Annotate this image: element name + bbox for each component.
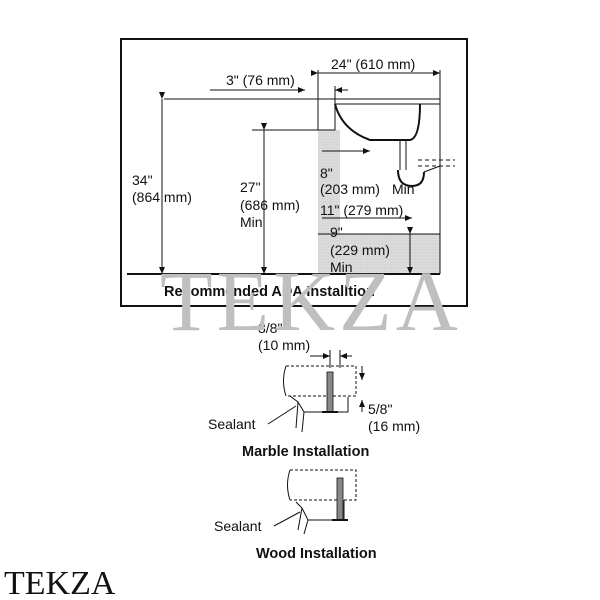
marble-offset-mm: (10 mm) — [258, 337, 310, 353]
marble-sink-flange — [289, 395, 349, 413]
watermark: TEKZA — [160, 253, 462, 349]
dim-34-mm: (864 mm) — [132, 189, 192, 205]
knee-clearance-zone — [318, 130, 340, 234]
dim-9-mm: (229 mm) — [330, 242, 390, 258]
dim-27-mm: (686 mm) — [240, 197, 300, 213]
marble-offset-in: 3/8" — [258, 320, 282, 336]
dim-3-label: 3" (76 mm) — [226, 72, 295, 88]
marble-caption: Marble Installation — [242, 444, 369, 460]
marble-installation: 3/8" (10 mm) 5/8" (16 mm) Sealant Marble… — [208, 320, 420, 460]
dim-9-in: 9" — [330, 224, 343, 240]
marble-thick-mm: (16 mm) — [368, 418, 420, 434]
dim-27-min: Min — [240, 214, 263, 230]
dim-11-label: 11" (279 mm) — [320, 202, 403, 218]
wood-caption: Wood Installation — [256, 546, 377, 562]
ada-caption: Recommended ADA Installtion — [164, 284, 375, 300]
dim-8-in: 8" — [320, 165, 333, 181]
wood-sealant-leader — [273, 511, 301, 527]
dim-9-min: Min — [330, 259, 353, 275]
marble-thick-in: 5/8" — [368, 401, 392, 417]
wood-installation: Sealant Wood Installation — [214, 469, 377, 562]
dim-24-label: 24" (610 mm) — [331, 56, 415, 72]
ada-frame — [120, 38, 468, 307]
dim-8-mm: (203 mm) — [320, 181, 380, 197]
dim-8-min: Min — [392, 181, 415, 197]
marble-sealant-label: Sealant — [208, 416, 256, 432]
marble-sealant-leader — [267, 405, 297, 425]
marble-anchor-bolt — [326, 371, 334, 413]
sink-basin — [334, 103, 421, 141]
drain-trap — [397, 140, 455, 188]
wood-anchor-bolt — [336, 477, 344, 521]
wood-sealant-label: Sealant — [214, 518, 262, 534]
toe-clearance-zone — [318, 234, 440, 274]
dim-34-in: 34" — [132, 172, 153, 188]
dim-27-in: 27" — [240, 179, 261, 195]
wood-slab — [290, 469, 357, 501]
brand-logo: TEKZA — [4, 565, 116, 600]
marble-slab — [286, 365, 357, 397]
ada-panel: 24" (610 mm) 3" (76 mm) 34" (864 mm) 27"… — [120, 38, 468, 307]
